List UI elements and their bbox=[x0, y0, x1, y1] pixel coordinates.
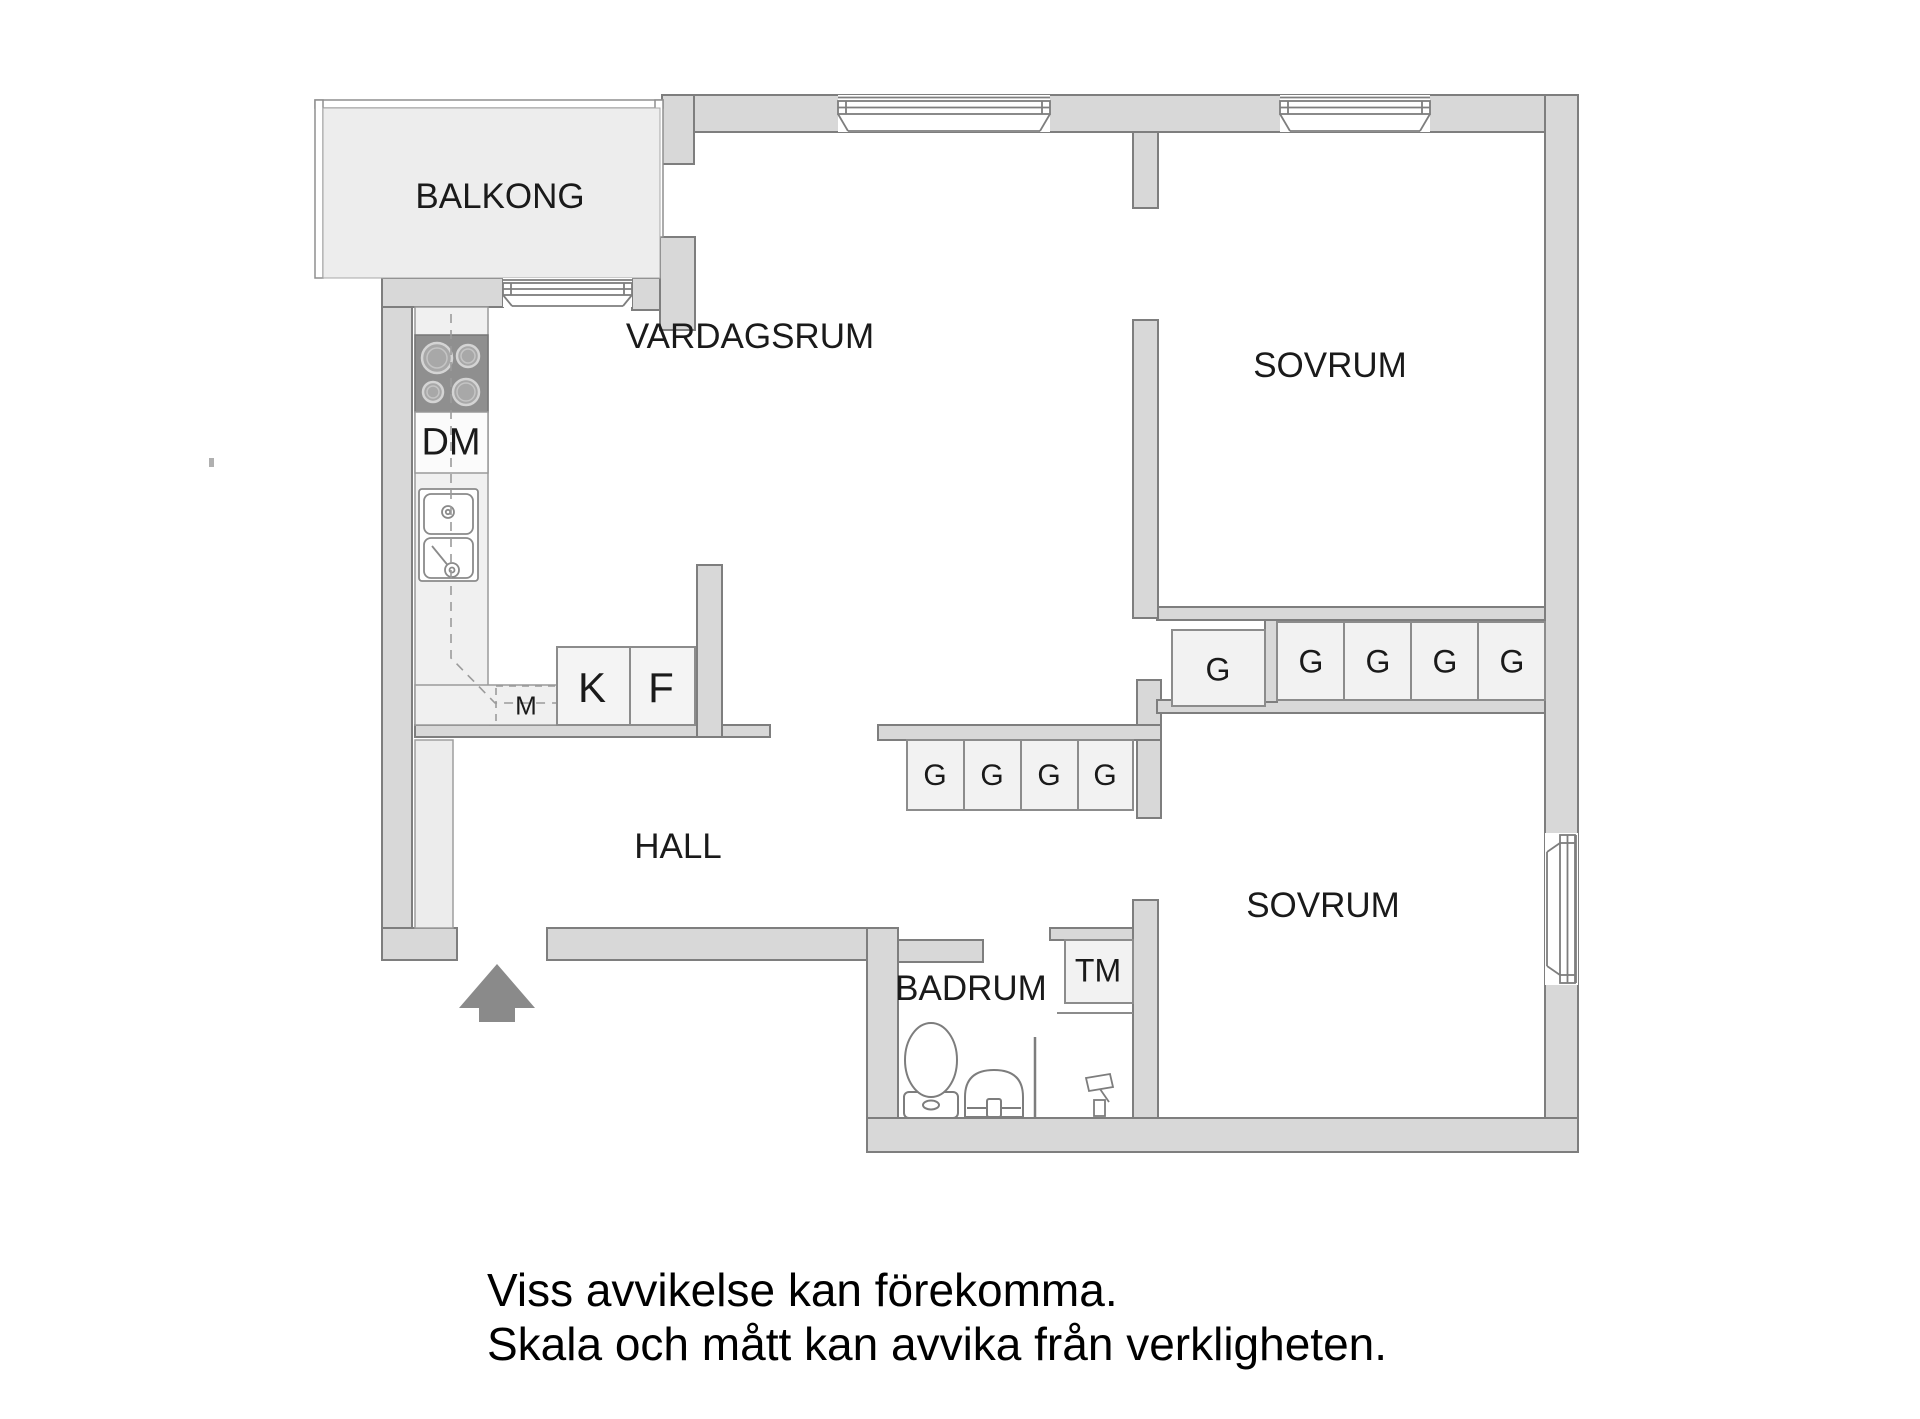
label-bench: M bbox=[515, 690, 537, 721]
burner bbox=[460, 348, 476, 364]
label-wardrobe: G bbox=[1205, 651, 1231, 688]
wardrobe-box bbox=[1410, 621, 1479, 701]
wall bbox=[866, 927, 899, 1119]
windows bbox=[502, 95, 1578, 985]
room-label-balcony: BALKONG bbox=[415, 177, 585, 216]
balcony-wall bbox=[314, 99, 324, 279]
kitchen-sink bbox=[418, 488, 479, 582]
label-dishwasher: DM bbox=[421, 421, 481, 464]
kitchen-counter bbox=[414, 684, 558, 726]
balcony-wall bbox=[314, 99, 664, 109]
wall bbox=[661, 94, 695, 165]
washbasin bbox=[964, 1068, 1024, 1118]
hall bbox=[414, 739, 535, 1022]
hall-inner-wall bbox=[414, 739, 454, 929]
washing-machine-box bbox=[1064, 939, 1134, 1004]
kitchen bbox=[414, 306, 696, 726]
bench-dash-outline bbox=[495, 685, 556, 724]
room-label-hall: HALL bbox=[634, 827, 722, 866]
wall bbox=[1156, 606, 1546, 621]
balcony-floor bbox=[322, 107, 661, 279]
wall bbox=[1132, 899, 1159, 1119]
closets bbox=[906, 621, 1546, 1014]
stray-mark bbox=[209, 458, 214, 467]
wardrobe-box bbox=[963, 739, 1022, 811]
room-label-living-room: VARDAGSRUM bbox=[625, 317, 875, 356]
toilet bbox=[903, 1022, 959, 1119]
wall bbox=[659, 236, 696, 331]
wall bbox=[1132, 131, 1159, 209]
fridge-box bbox=[556, 646, 631, 726]
wall bbox=[381, 277, 504, 308]
wardrobe-box bbox=[1276, 621, 1345, 701]
disclaimer-text: Viss avvikelse kan förekomma. Skala och … bbox=[487, 1263, 1387, 1371]
wall bbox=[1132, 319, 1159, 619]
entrance-arrow bbox=[459, 964, 535, 1022]
burner bbox=[421, 380, 445, 404]
wardrobe-box bbox=[1020, 739, 1079, 811]
room-label-bedroom-bottom: SOVRUM bbox=[1246, 886, 1400, 925]
label-wardrobe: G bbox=[923, 759, 947, 792]
burner bbox=[455, 343, 481, 369]
window-kitchen-balcony bbox=[502, 278, 633, 307]
label-freezer: F bbox=[648, 664, 674, 711]
label-washing-machine: TM bbox=[1074, 952, 1122, 989]
window-living-room bbox=[837, 95, 1051, 132]
disclaimer-line: Viss avvikelse kan förekomma. bbox=[487, 1264, 1118, 1316]
wall bbox=[381, 277, 413, 961]
room-label-bedroom-top: SOVRUM bbox=[1253, 346, 1407, 385]
label-wardrobe: G bbox=[1093, 759, 1117, 792]
wardrobe-box bbox=[1477, 621, 1546, 701]
label-wardrobe: G bbox=[1365, 643, 1391, 680]
label-wardrobe: G bbox=[980, 759, 1004, 792]
freezer-box bbox=[629, 646, 696, 726]
label-wardrobe: G bbox=[1432, 643, 1458, 680]
balcony bbox=[314, 99, 664, 279]
floor-drain bbox=[1084, 1072, 1115, 1117]
wall bbox=[1049, 927, 1138, 941]
window-bedroom-top bbox=[1279, 95, 1431, 132]
burner bbox=[456, 382, 476, 402]
wall bbox=[1136, 679, 1162, 819]
label-wardrobe: G bbox=[1037, 759, 1061, 792]
label-wardrobe: G bbox=[1298, 643, 1324, 680]
label-fridge: K bbox=[577, 664, 607, 711]
bathroom-fixtures bbox=[903, 1022, 1115, 1119]
wall bbox=[1264, 619, 1278, 703]
wardrobe-box bbox=[906, 739, 965, 811]
burner bbox=[426, 347, 448, 369]
disclaimer-line: Skala och mått kan avvika från verklighe… bbox=[487, 1318, 1388, 1370]
window-bedroom-bottom bbox=[1545, 833, 1578, 985]
room-label-bathroom: BADRUM bbox=[895, 969, 1047, 1008]
wardrobe-box bbox=[1077, 739, 1134, 811]
wardrobe-box bbox=[1343, 621, 1412, 701]
wall bbox=[1544, 94, 1579, 1153]
wall bbox=[696, 564, 723, 738]
wardrobe-box bbox=[1171, 629, 1266, 707]
label-wardrobe: G bbox=[1499, 643, 1525, 680]
burner bbox=[426, 385, 440, 399]
wall bbox=[877, 724, 1162, 741]
wall bbox=[866, 1117, 1579, 1153]
wall bbox=[546, 927, 868, 961]
counter-dash-line bbox=[450, 314, 557, 704]
wall bbox=[381, 927, 458, 961]
wall bbox=[897, 939, 984, 963]
wall bbox=[661, 94, 1579, 133]
